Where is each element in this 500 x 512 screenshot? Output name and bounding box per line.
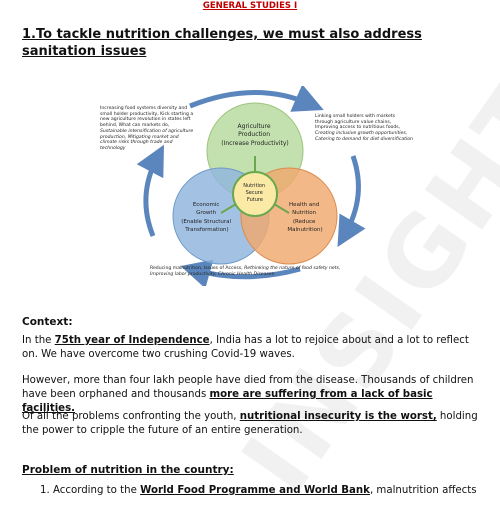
caption-right: Linking small holders with markets throu… xyxy=(315,114,413,142)
paragraph-2: However, more than four lakh people have… xyxy=(22,375,474,414)
svg-text:Health and Nutrition: Health and Nutrition (Reduce Malnutritio… xyxy=(287,202,322,233)
paragraph-3: Of all the problems confronting the yout… xyxy=(22,411,478,436)
svg-text:Agriculture Production: Agriculture Production (Increase Product… xyxy=(221,123,289,147)
diagram-svg: Agriculture Production (Increase Product… xyxy=(136,84,366,289)
svg-text:Nutrition Secure F: Nutrition Secure Future xyxy=(243,183,267,203)
section-header: GENERAL STUDIES I xyxy=(202,1,298,11)
center-line2: Secure xyxy=(246,190,263,196)
paragraph-1: In the 75th year of Independence, India … xyxy=(22,335,469,360)
health-line2: Nutrition xyxy=(292,210,317,216)
caption-left: Increasing food systems diversity and sm… xyxy=(100,106,194,151)
svg-text:Economic Growth (E: Economic Growth (Enable Structural Trans… xyxy=(181,202,233,233)
caption-bottom: Reducing malnutrition, Issues of Access,… xyxy=(150,266,341,277)
center-line1: Nutrition xyxy=(243,183,265,189)
list-item-1: 1. According to the World Food Programme… xyxy=(40,485,477,496)
article-title: 1.To tackle nutrition challenges, we mus… xyxy=(22,27,422,59)
arrow-bottom xyxy=(180,259,301,289)
problem-heading: Problem of nutrition in the country: xyxy=(22,464,234,476)
agri-line1: Agriculture xyxy=(238,123,271,130)
econ-line1: Economic xyxy=(193,202,220,208)
context-heading: Context: xyxy=(22,316,73,328)
agri-line2: Production xyxy=(238,131,270,138)
econ-line2: Growth xyxy=(196,210,216,216)
arrow-right xyxy=(337,155,366,247)
nutrition-diagram: Agriculture Production (Increase Product… xyxy=(95,84,415,289)
arrow-left xyxy=(136,144,164,237)
health-line1: Health and xyxy=(289,202,319,208)
arrow-top xyxy=(189,84,324,112)
agri-line3: (Increase Productivity) xyxy=(221,140,289,147)
center-line3: Future xyxy=(247,197,263,203)
